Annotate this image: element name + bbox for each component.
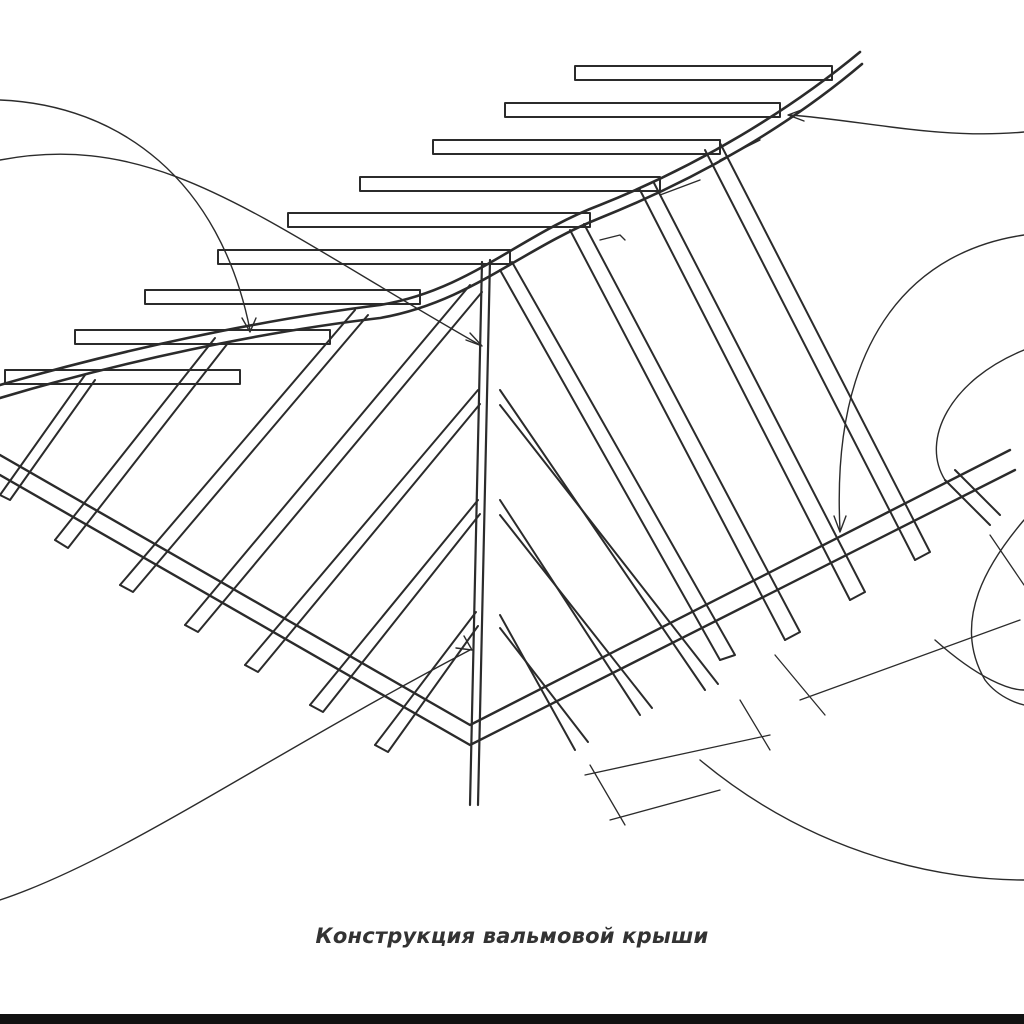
leader-line-top-right	[789, 114, 1024, 135]
leader-line-right-bottom	[970, 519, 1024, 706]
leader-line-bottom-right	[699, 759, 1024, 881]
rafters-left	[0, 284, 483, 753]
rafters-right	[499, 142, 1001, 751]
leader-lines	[0, 99, 1024, 901]
leader-line-upper-left	[0, 153, 481, 346]
board-infill-right	[599, 139, 761, 241]
eave-plate	[0, 448, 1017, 747]
arrowhead	[833, 515, 847, 533]
leader-line-right-arc	[838, 234, 1024, 531]
leader-line-right-dim	[934, 639, 1024, 691]
hip-rafter	[468, 258, 492, 807]
diagram-caption: Конструкция вальмовой крыши	[315, 924, 709, 948]
leader-line-right-lower	[935, 349, 1024, 481]
arrowhead	[465, 332, 483, 347]
dimension-lines	[584, 534, 1024, 826]
rafter-tails-top	[4, 65, 833, 385]
leader-line-bottom-left	[0, 649, 471, 901]
bottom-border-strip	[0, 1014, 1024, 1024]
leader-line-top-left	[0, 99, 251, 331]
arrowhead	[241, 317, 257, 333]
